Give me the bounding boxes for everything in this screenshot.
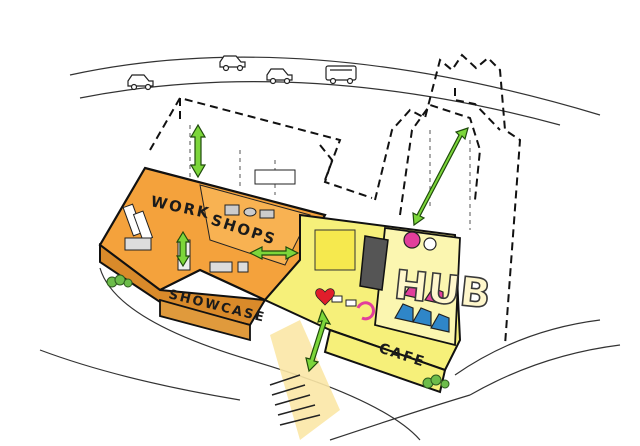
label-hub: HUB (392, 262, 493, 318)
cafe-facade (159, 298, 447, 394)
wireframe-existing-building (149, 53, 522, 346)
bush-left (106, 274, 133, 288)
car-icon-2 (219, 55, 246, 72)
stair-block (359, 235, 389, 291)
road-top (69, 56, 601, 126)
circulation-arrows (175, 123, 469, 373)
interior-objects (122, 169, 357, 307)
bus-icon (325, 65, 357, 85)
street-crossing (269, 320, 340, 440)
bush-right (422, 374, 450, 389)
road-bottom (39, 267, 621, 441)
heart-icon (315, 288, 335, 306)
car-icon-3 (266, 68, 293, 85)
hub-pods (356, 231, 450, 333)
car-icon-1 (127, 74, 154, 91)
